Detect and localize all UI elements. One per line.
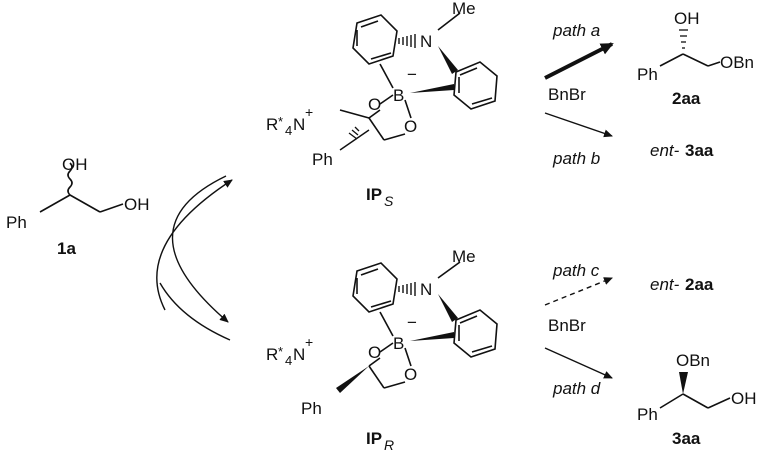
intermediate-r-charge: − (407, 313, 417, 332)
label-reagent-bottom: BnBr (548, 316, 586, 335)
product-2aa-ph: Ph (637, 65, 658, 84)
svg-text:R: R (384, 437, 394, 453)
svg-text:*: * (278, 344, 283, 359)
svg-text:IP: IP (366, 429, 382, 448)
intermediate-s-ph: Ph (312, 150, 333, 169)
intermediate-r-o2: O (404, 365, 417, 384)
intermediate-s-o2: O (404, 117, 417, 136)
intermediate-s-b: B (393, 86, 404, 105)
intermediate-r-o1: O (368, 343, 381, 362)
intermediate-s-me: Me (452, 0, 476, 18)
product-2aa-label: 2aa (672, 89, 701, 108)
cation-r: R * 4 N + (266, 334, 313, 368)
intermediate-r-me: Me (452, 247, 476, 266)
label-ip-r: IP R (366, 429, 394, 453)
svg-text:S: S (384, 193, 394, 209)
label-ent-3aa: ent- 3aa (650, 141, 714, 160)
svg-text:4: 4 (285, 353, 292, 368)
svg-text:4: 4 (285, 123, 292, 138)
intermediate-s-charge: − (407, 65, 417, 84)
intermediate-s-wedge-b (410, 84, 454, 93)
product-2aa-hash (679, 29, 688, 49)
substrate-oh-top: OH (62, 155, 88, 174)
label-ip-s: IP S (366, 185, 394, 209)
product-2aa-oh: OH (674, 9, 700, 28)
intermediate-s-o1: O (368, 95, 381, 114)
intermediate-r-b: B (393, 334, 404, 353)
intermediate-r-wedge-ph (336, 366, 369, 393)
svg-text:R: R (266, 115, 278, 134)
svg-text:3aa: 3aa (685, 141, 714, 160)
lower-equilibrium-arrow (171, 175, 229, 323)
arrow-path-d (544, 347, 613, 379)
svg-text:+: + (305, 104, 313, 120)
svg-text:IP: IP (366, 185, 382, 204)
intermediate-r-bonds (352, 261, 498, 389)
intermediate-r-ph: Ph (301, 399, 322, 418)
cation-s: R * 4 N + (266, 104, 313, 138)
lower-arrow-tail (159, 282, 231, 341)
product-3aa-wedge (679, 372, 688, 394)
intermediate-r-wedge-b (410, 332, 454, 341)
intermediate-s-n: N (420, 32, 432, 51)
substrate-label: 1a (57, 239, 76, 258)
product-2aa-bonds (659, 53, 721, 67)
label-path-c: path c (552, 261, 600, 280)
product-3aa-oh: OH (731, 389, 757, 408)
intermediate-r-n: N (420, 280, 432, 299)
svg-text:N: N (293, 115, 305, 134)
product-3aa-ph: Ph (637, 405, 658, 424)
svg-text:ent-: ent- (650, 275, 680, 294)
svg-text:+: + (305, 334, 313, 350)
product-3aa-obn: OBn (676, 351, 710, 370)
intermediate-s-bonds (339, 12, 498, 141)
label-ent-2aa: ent- 2aa (650, 275, 714, 294)
arrow-path-b (544, 112, 613, 138)
intermediate-s-stereo-hash (348, 126, 360, 140)
substrate-1a (39, 162, 124, 213)
svg-text:2aa: 2aa (685, 275, 714, 294)
intermediate-s-wedge-n (438, 46, 458, 74)
substrate-ph: Ph (6, 213, 27, 232)
product-2aa-obn: OBn (720, 53, 754, 72)
upper-equilibrium-arrow (156, 179, 233, 311)
label-reagent-top: BnBr (548, 85, 586, 104)
svg-text:ent-: ent- (650, 141, 680, 160)
arrow-path-c (544, 277, 613, 306)
svg-text:*: * (278, 114, 283, 129)
arrow-path-a (544, 42, 614, 80)
svg-text:N: N (293, 345, 305, 364)
label-path-b: path b (552, 149, 600, 168)
label-path-d: path d (552, 379, 601, 398)
svg-text:R: R (266, 345, 278, 364)
intermediate-s-hash-bond (398, 34, 416, 48)
label-path-a: path a (552, 21, 600, 40)
product-3aa-bonds (659, 393, 731, 409)
intermediate-r-wedge-n (438, 294, 458, 322)
intermediate-s-ph-bond (339, 129, 370, 151)
product-3aa-label: 3aa (672, 429, 701, 448)
substrate-oh-right: OH (124, 195, 150, 214)
intermediate-r-hash-bond (398, 282, 416, 296)
